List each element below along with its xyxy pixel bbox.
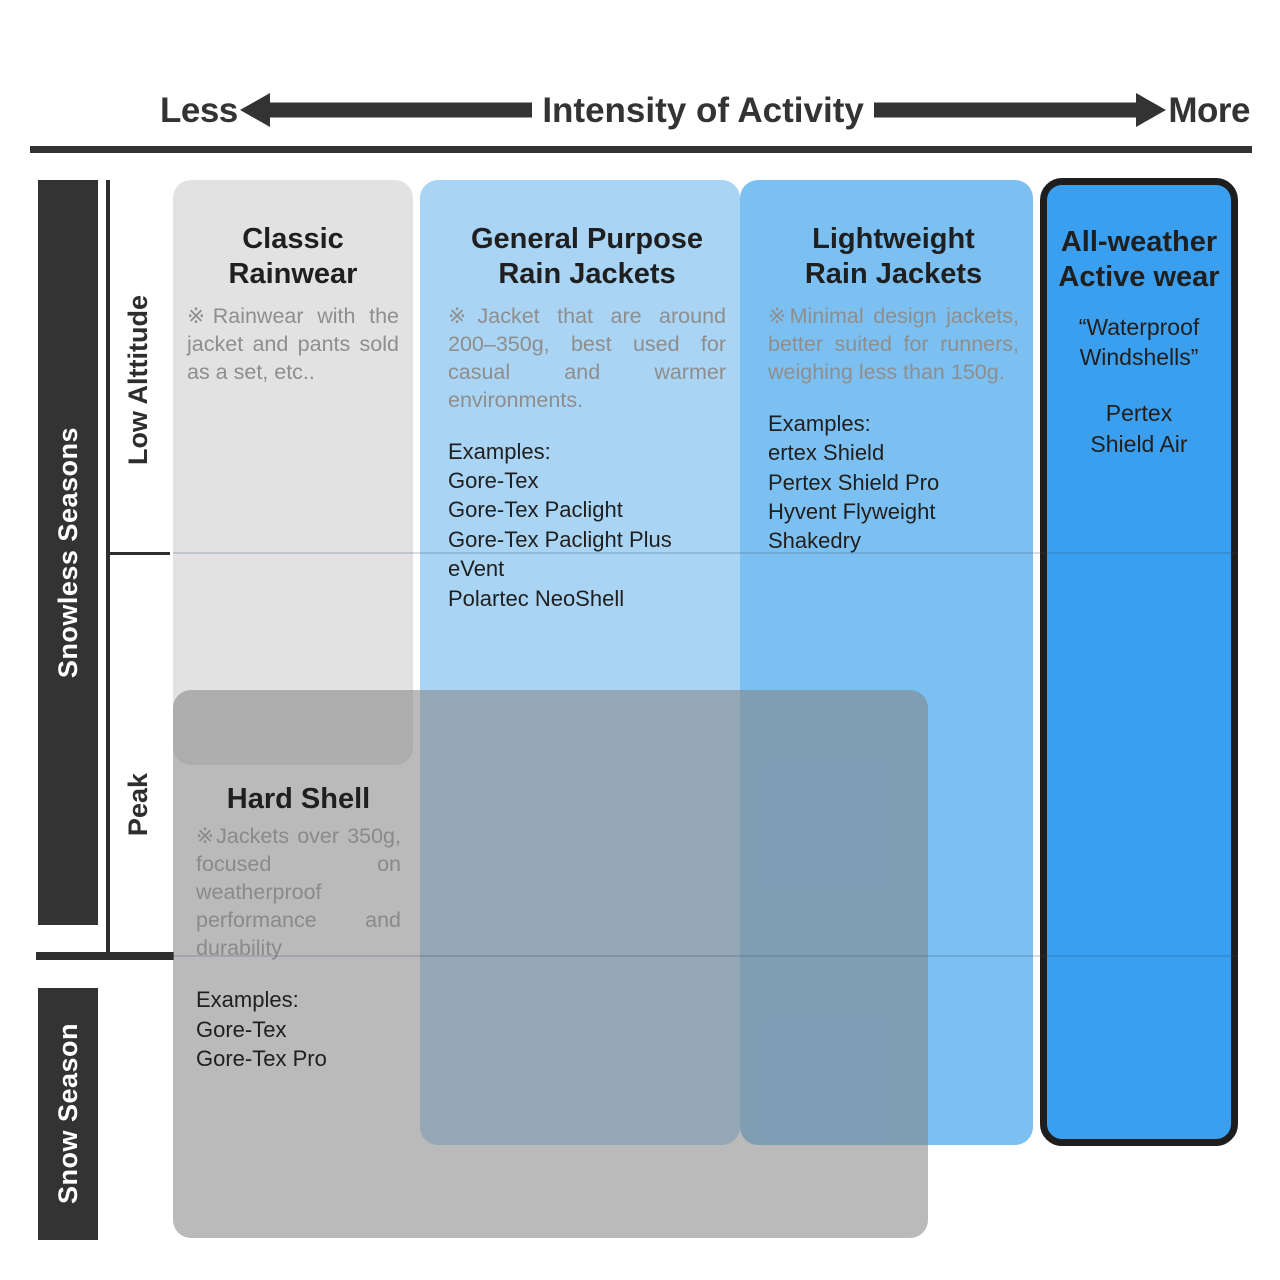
column-title-line: Classic	[242, 223, 344, 255]
column-title-line: General Purpose	[470, 223, 704, 255]
example-item: eVent	[448, 556, 505, 582]
overlay-title: Hard Shell	[226, 783, 371, 815]
altitude-level-peak: Peak	[112, 690, 164, 920]
column-title-line: Active wear	[1058, 261, 1220, 294]
axis-label-less: Less	[160, 90, 238, 130]
example-item: Pertex Shield Pro	[768, 469, 940, 495]
column-brand-line: Pertex	[1105, 400, 1173, 427]
example-item: Gore-Tex Pro	[196, 1046, 327, 1071]
example-item: Hyvent Flyweight	[768, 498, 936, 524]
example-item: Gore-Tex Paclight Plus	[448, 526, 672, 552]
season-group-snow-season: Snow Season	[38, 988, 98, 1240]
season-divider-line	[36, 952, 174, 960]
column-brand: Pertex Shield Air	[1057, 398, 1221, 459]
example-item: Gore-Tex	[448, 467, 539, 493]
column-subtitle-line: Windshells”	[1079, 344, 1199, 371]
column-note: ※Rainwear with the jacket and pants sold…	[187, 303, 399, 384]
overlay-block-hard-shell-content: Hard Shell ※Jackets over 350g, focused o…	[196, 782, 401, 1073]
season-group-label: Snowless Seasons	[52, 426, 83, 679]
example-item: Polartec NeoShell	[448, 585, 625, 611]
column-all-weather-active-wear: All-weather Active wear “Waterproof Wind…	[1040, 178, 1238, 1146]
axis-title: Intensity of Activity	[542, 90, 864, 130]
example-item: Gore-Tex Paclight	[448, 497, 623, 523]
column-subtitle: “Waterproof Windshells”	[1057, 312, 1221, 373]
examples-label: Examples:	[768, 410, 871, 436]
season-group-snowless-seasons: Snowless Seasons	[38, 180, 98, 925]
arrow-left-icon	[239, 93, 537, 127]
column-title-line: Rain Jackets	[498, 258, 676, 291]
column-title-line: Rainwear	[228, 258, 358, 291]
examples-label: Examples:	[448, 438, 551, 464]
altitude-level-label: Low Alttitude	[122, 295, 153, 465]
column-note: ※Minimal design jackets, better suited f…	[768, 303, 1019, 384]
vertical-axis-line	[106, 180, 110, 956]
column-brand-line: Shield Air	[1090, 430, 1188, 457]
arrow-right-icon	[870, 93, 1167, 127]
column-title-line: Rain Jackets	[804, 258, 983, 291]
altitude-divider-line	[108, 552, 170, 555]
intensity-axis-header: Less Intensity of Activity More	[160, 84, 1250, 136]
examples-label: Examples:	[196, 987, 299, 1013]
column-classic-rainwear: Classic Rainwear ※Rainwear with the jack…	[173, 180, 413, 765]
altitude-level-label: Peak	[122, 773, 153, 837]
example-item: Shakedry	[768, 528, 861, 554]
altitude-level-low: Low Alttitude	[112, 215, 164, 545]
column-title: Classic Rainwear	[187, 222, 399, 293]
overlay-note: ※Jackets over 350g, focused on weatherpr…	[196, 824, 401, 961]
column-title-line: Lightweight	[812, 223, 975, 255]
column-title: All-weather Active wear	[1057, 225, 1221, 296]
example-item: Gore-Tex	[196, 1016, 287, 1042]
example-item: ertex Shield	[768, 440, 885, 466]
column-title: General Purpose Rain Jackets	[448, 222, 726, 293]
column-title-line: All-weather	[1060, 226, 1218, 258]
axis-label-more: More	[1168, 90, 1250, 130]
column-subtitle-line: “Waterproof	[1078, 313, 1200, 340]
season-group-label: Snow Season	[52, 1023, 83, 1205]
column-note: ※Jacket that are around 200–350g, best u…	[448, 303, 726, 412]
overlay-block-hard-shell	[173, 690, 928, 1238]
header-divider	[30, 146, 1252, 153]
column-title: Lightweight Rain Jackets	[768, 222, 1019, 293]
